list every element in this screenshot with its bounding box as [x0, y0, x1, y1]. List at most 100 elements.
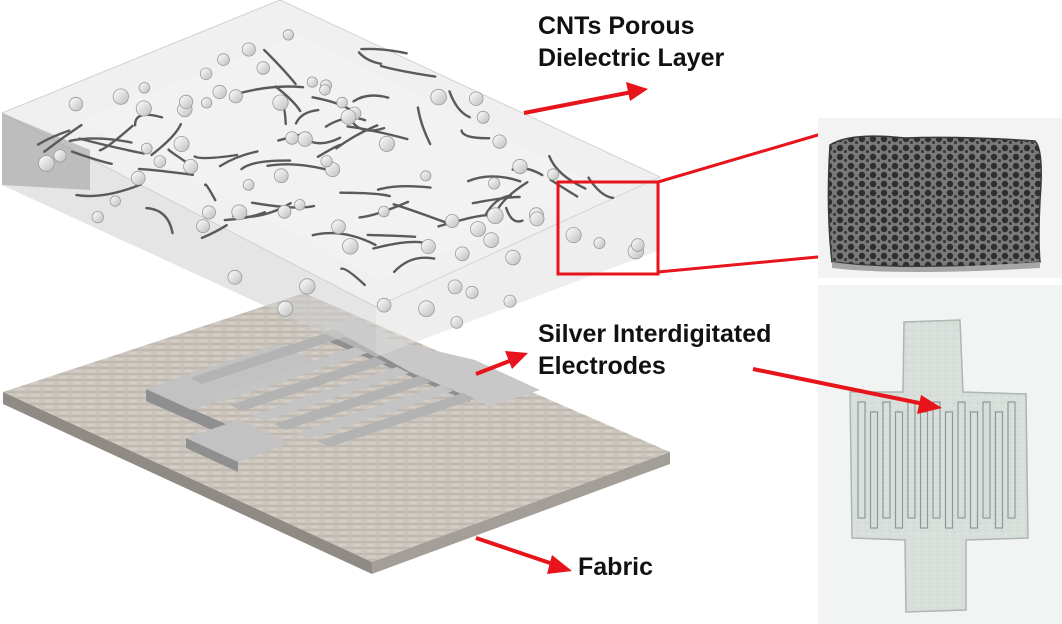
- electrode-pattern: [146, 318, 540, 472]
- sphere-icon: [282, 29, 294, 41]
- cnt-fiber: [392, 256, 436, 274]
- sphere-icon: [38, 155, 55, 172]
- sphere-icon: [179, 94, 194, 110]
- sphere-icon: [470, 221, 486, 237]
- sphere-icon: [529, 211, 545, 227]
- sphere-icon: [196, 219, 211, 234]
- sphere-icon: [183, 158, 199, 174]
- cnt-fiber: [193, 153, 239, 160]
- sphere-icon: [488, 177, 501, 190]
- arrow-right-icon: [475, 351, 528, 376]
- sphere-icon: [199, 67, 213, 81]
- electrode-sample: [849, 319, 1029, 613]
- electrodes-label-line1: Silver Interdigitated: [538, 320, 772, 348]
- sphere-icon: [319, 84, 331, 96]
- electrode-photo: [818, 285, 1062, 624]
- zoom-line-bottom: [657, 254, 829, 274]
- sphere-icon: [277, 205, 292, 219]
- sphere-icon: [503, 294, 517, 308]
- zoom-box: [556, 180, 660, 276]
- cnt-fiber: [460, 129, 491, 140]
- cnt-fiber: [36, 129, 71, 146]
- cnt-fiber: [204, 183, 217, 202]
- sphere-icon: [231, 204, 248, 221]
- cnt-fiber: [376, 185, 432, 191]
- electrode-sample-finger: [857, 401, 866, 519]
- cnt-fiber: [263, 48, 297, 86]
- sphere-icon: [483, 232, 500, 248]
- cnt-fiber: [505, 206, 524, 223]
- cnt-fiber: [335, 124, 379, 150]
- fabric-side-edge: [372, 452, 670, 574]
- sphere-icon: [340, 109, 357, 125]
- sphere-icon: [212, 84, 227, 100]
- electrode-sample-finger: [957, 401, 966, 519]
- sphere-icon: [486, 207, 504, 225]
- sphere-icon: [492, 134, 507, 149]
- zoom-indicator: [556, 130, 829, 276]
- fabric-front-edge: [3, 392, 372, 574]
- sphere-icon: [378, 205, 390, 218]
- cnt-fiber: [274, 85, 302, 113]
- pore-spheres: [38, 29, 645, 329]
- electrode-finger: [318, 393, 475, 447]
- sphere-icon: [228, 89, 243, 104]
- sphere-icon: [306, 76, 318, 88]
- electrode-sample-finger: [982, 401, 991, 519]
- sphere-icon: [376, 297, 392, 313]
- foam-sample: [827, 135, 1042, 268]
- sphere-icon: [420, 239, 436, 255]
- cnt-fiber: [549, 178, 579, 198]
- sphere-icon: [68, 96, 84, 112]
- cnt-fiber: [145, 206, 174, 235]
- sphere-icon: [130, 170, 146, 186]
- sphere-icon: [336, 96, 348, 109]
- sphere-icon: [227, 269, 243, 285]
- dielectric-left-face: [2, 113, 376, 357]
- cnt-fiber: [366, 233, 417, 238]
- cnt-fiber: [150, 122, 182, 157]
- sphere-icon: [272, 94, 289, 111]
- fabric-label: Fabric: [578, 553, 654, 581]
- cnt-fiber: [43, 123, 83, 153]
- cnt-fiber: [437, 214, 489, 228]
- foam-photo: [818, 118, 1062, 278]
- sphere-icon: [241, 42, 256, 57]
- arrows: [475, 82, 942, 574]
- electrode-finger: [230, 357, 387, 411]
- sphere-icon: [153, 155, 167, 168]
- sphere-icon: [593, 237, 606, 250]
- cnt-fiber: [360, 47, 408, 55]
- electrode-finger: [210, 347, 367, 402]
- arrow-right-icon: [475, 536, 572, 574]
- cnt-fiber: [340, 267, 366, 287]
- cnt-fiber: [339, 191, 391, 198]
- sphere-icon: [201, 97, 213, 109]
- zoom-line-top: [657, 130, 829, 184]
- cnt-fiber: [485, 194, 512, 215]
- arrow-right-icon: [752, 367, 942, 414]
- sphere-icon: [141, 142, 153, 155]
- electrode-finger: [252, 367, 409, 421]
- cnt-fiber: [448, 90, 471, 119]
- cnt-fiber: [311, 96, 351, 111]
- sphere-icon: [476, 110, 490, 124]
- cnt-fiber: [68, 137, 133, 144]
- cnt-fiber: [352, 94, 390, 103]
- cnt-fiber: [548, 154, 587, 190]
- sphere-icon: [505, 249, 521, 266]
- sphere-icon: [53, 149, 67, 163]
- electrode-sample-finger: [994, 411, 1004, 529]
- sphere-icon: [331, 219, 346, 235]
- electrode-sample-finger: [969, 411, 979, 529]
- cnt-fiber: [466, 175, 522, 183]
- sphere-icon: [469, 91, 484, 106]
- foam-shadow: [832, 262, 1040, 272]
- sphere-icon: [447, 279, 463, 295]
- sphere-icon: [217, 53, 230, 66]
- sphere-icon: [273, 168, 289, 184]
- electrode-pad-bottom: [186, 420, 290, 462]
- sphere-icon: [631, 238, 645, 252]
- electrode-finger: [274, 376, 431, 430]
